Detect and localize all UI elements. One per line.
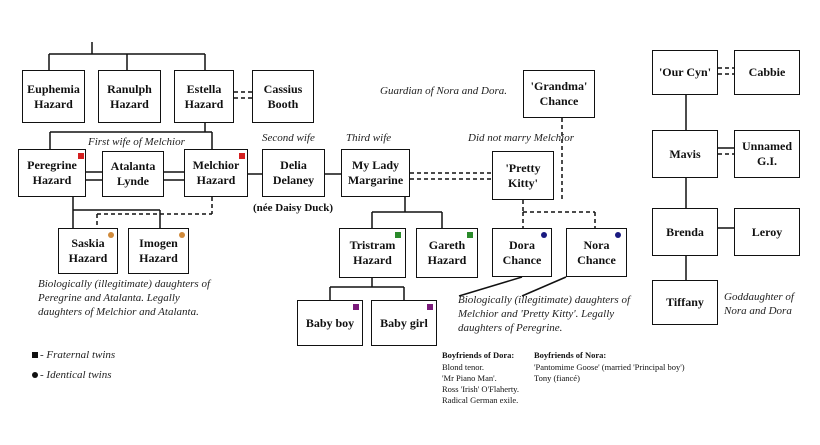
person-unnamed-gi: Unnamed G.I. — [734, 130, 800, 178]
person-tristram-hazard: Tristram Hazard — [339, 228, 406, 278]
boyfriends-dora-title: Boyfriends of Dora: — [442, 350, 515, 360]
person-baby-boy: Baby boy — [297, 300, 363, 346]
person-imogen-hazard: Imogen Hazard — [128, 228, 189, 274]
fraternal-twin-marker — [239, 153, 245, 159]
person-grandma-chance: 'Grandma' Chance — [523, 70, 595, 118]
boyfriends-dora-list: Blond tenor. 'Mr Piano Man'. Ross 'Irish… — [442, 362, 519, 405]
identical-twin-marker — [615, 232, 621, 238]
identical-twin-marker — [541, 232, 547, 238]
note-did-not-marry: Did not marry Melchior — [468, 132, 575, 144]
note-guardian: Guardian of Nora and Dora. — [380, 85, 508, 97]
person-euphemia-hazard: Euphemia Hazard — [22, 70, 85, 123]
fraternal-twins-legend-icon — [32, 352, 38, 358]
note-second-wife: Second wife — [262, 132, 315, 144]
boyfriends-nora-title: Boyfriends of Nora: — [534, 350, 607, 360]
legend-identical: - Identical twins — [40, 369, 112, 381]
person-baby-girl: Baby girl — [371, 300, 437, 346]
person-leroy: Leroy — [734, 208, 800, 256]
fraternal-twin-marker — [78, 153, 84, 159]
note-first-wife: First wife of Melchior — [88, 136, 185, 148]
fraternal-twin-marker — [395, 232, 401, 238]
person-melchior-hazard: Melchior Hazard — [184, 149, 248, 197]
person-delia-delaney: Delia Delaney — [262, 149, 325, 197]
boyfriends-nora-list: 'Pantomime Goose' (married 'Principal bo… — [534, 362, 685, 383]
fraternal-twin-marker — [427, 304, 433, 310]
fraternal-twin-marker — [179, 232, 185, 238]
fraternal-twin-marker — [108, 232, 114, 238]
person-pretty-kitty: 'Pretty Kitty' — [492, 151, 554, 200]
fraternal-twin-marker — [353, 304, 359, 310]
person-brenda: Brenda — [652, 208, 718, 256]
note-goddaughter: Goddaughter of Nora and Dora — [724, 291, 794, 317]
person-mavis: Mavis — [652, 130, 718, 178]
person-our-cyn: 'Our Cyn' — [652, 50, 718, 95]
legend-fraternal: - Fraternal twins — [40, 349, 116, 361]
note-dora-nora: Biologically (illegitimate) daughters of… — [458, 294, 630, 334]
person-cabbie: Cabbie — [734, 50, 800, 95]
fraternal-twin-marker — [467, 232, 473, 238]
person-my-lady-margarine: My Lady Margarine — [341, 149, 410, 197]
person-atalanta-lynde: Atalanta Lynde — [102, 151, 164, 197]
note-saskia-imogen: Biologically (illegitimate) daughters of… — [38, 278, 210, 318]
note-third-wife: Third wife — [346, 132, 392, 144]
note-nee-daisy: (née Daisy Duck) — [253, 202, 334, 214]
identical-twins-legend-icon — [32, 372, 38, 378]
person-cassius-booth: Cassius Booth — [252, 70, 314, 123]
person-estella-hazard: Estella Hazard — [174, 70, 234, 123]
person-ranulph-hazard: Ranulph Hazard — [98, 70, 161, 123]
person-peregrine-hazard: Peregrine Hazard — [18, 149, 86, 197]
person-tiffany: Tiffany — [652, 280, 718, 325]
